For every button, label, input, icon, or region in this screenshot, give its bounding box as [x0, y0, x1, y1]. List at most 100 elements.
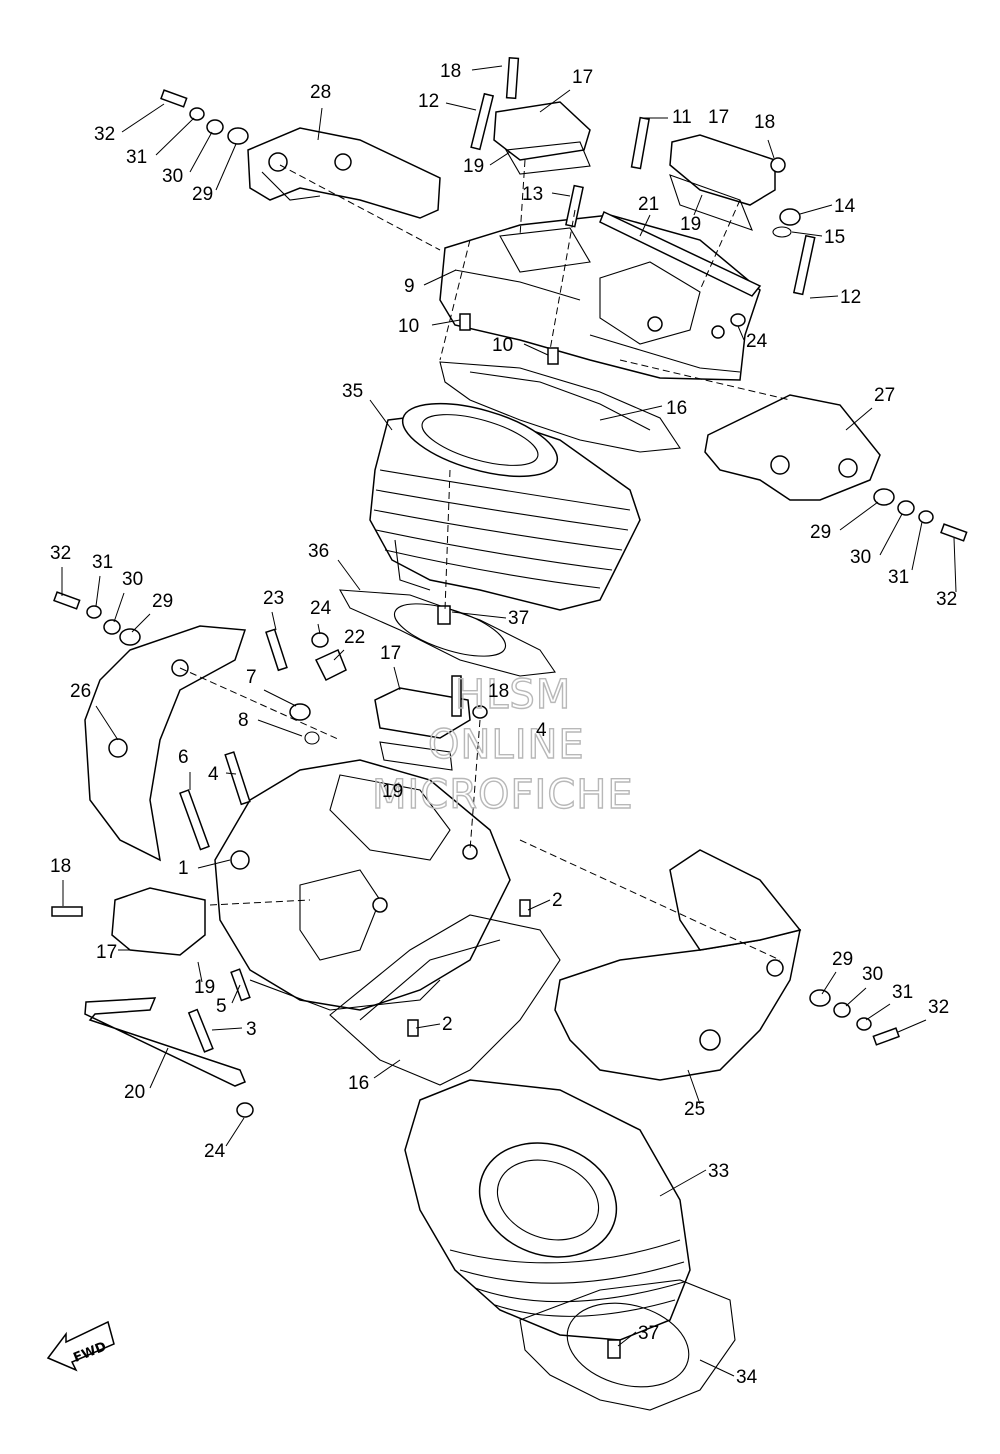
leader-line-c-26: [95, 705, 119, 741]
callout-c-19c: 19: [382, 781, 403, 802]
rear-head-gasket: [439, 361, 681, 453]
leader-line-c-31a: [155, 117, 195, 156]
callout-c-19b: 19: [680, 214, 701, 235]
leader-line-c-19a: [489, 151, 511, 166]
rear-base-gasket: [339, 589, 556, 677]
callout-c-28: 28: [310, 82, 331, 103]
callout-c-6: 6: [178, 747, 189, 768]
dowels: [407, 313, 621, 1359]
leader-line-c-9: [423, 269, 457, 286]
leader-line-c-2a: [527, 899, 551, 911]
leader-line-c-1: [197, 859, 231, 869]
callout-c-32b: 32: [936, 589, 957, 610]
rear-side-cover-27: [704, 394, 881, 501]
tappet-cover-17-top: [493, 101, 591, 175]
callout-c-1: 1: [178, 858, 189, 879]
bracket-21: [599, 210, 762, 297]
leader-line-c-23: [271, 611, 277, 631]
leader-line-c-15: [791, 231, 823, 237]
callout-c-29b: 29: [810, 522, 831, 543]
leader-line-c-3: [211, 1027, 243, 1031]
callout-c-12b: 12: [840, 287, 861, 308]
tappet-cover-17-mid: [374, 687, 471, 771]
callout-c-21: 21: [638, 194, 659, 215]
tappet-cover-17-right: [669, 134, 776, 231]
callout-c-22: 22: [344, 627, 365, 648]
leader-line-c-28: [317, 107, 323, 141]
callout-c-32d: 32: [928, 997, 949, 1018]
callout-c-10b: 10: [492, 335, 513, 356]
callout-c-7: 7: [246, 667, 257, 688]
bracket-20: [84, 997, 246, 1087]
callout-c-29c: 29: [152, 591, 173, 612]
callout-c-36: 36: [308, 541, 329, 562]
leader-line-c-31d: [865, 1003, 891, 1021]
callout-c-30d: 30: [862, 964, 883, 985]
leader-line-c-12b: [809, 295, 839, 299]
callout-c-31b: 31: [888, 567, 909, 588]
callout-c-27: 27: [874, 385, 895, 406]
callout-c-16b: 16: [348, 1073, 369, 1094]
watermark: HLSM ONLINE MICROFICHE: [371, 671, 633, 818]
leader-line-c-16a: [599, 405, 663, 421]
leader-line-c-30c: [113, 592, 125, 623]
bracket-22: [314, 648, 347, 682]
assembly-lines: [179, 159, 791, 961]
callout-c-33: 33: [708, 1161, 729, 1182]
rear-cylinder-head: [439, 214, 761, 381]
callout-c-25: 25: [684, 1099, 705, 1120]
callout-c-3: 3: [246, 1019, 257, 1040]
callout-c-30a: 30: [162, 166, 183, 187]
leader-line-c-37b: [617, 1331, 637, 1347]
callout-c-34: 34: [736, 1367, 758, 1388]
watermark-line2: ONLINE: [428, 722, 585, 768]
callout-c-30b: 30: [850, 547, 871, 568]
leader-line-c-31b: [911, 521, 923, 571]
fwd-arrow-badge: FWD: [46, 1320, 115, 1372]
callout-c-29a: 29: [192, 184, 213, 205]
callout-c-31d: 31: [892, 982, 913, 1003]
leader-line-c-37a: [451, 611, 507, 619]
callout-c-4a: 4: [536, 720, 547, 741]
leader-line-c-24a: [737, 325, 745, 341]
leader-line-c-7: [263, 689, 297, 707]
leader-line-c-29c: [131, 613, 151, 633]
front-head-gasket: [329, 914, 561, 1086]
leader-line-c-10a: [431, 319, 461, 326]
callout-c-30c: 30: [122, 569, 143, 590]
leader-line-c-32d: [897, 1019, 927, 1033]
leader-line-c-30d: [845, 987, 867, 1007]
leader-line-c-35: [369, 399, 393, 431]
front-cylinder-head: [214, 759, 511, 1011]
callout-c-17a: 17: [572, 67, 593, 88]
leader-line-c-27: [845, 407, 873, 431]
leader-line-c-32a: [121, 103, 165, 133]
leader-line-c-33: [659, 1169, 707, 1197]
callout-c-18d: 18: [50, 856, 71, 877]
leader-line-c-29a: [215, 143, 237, 191]
leader-line-c-14: [799, 204, 833, 215]
callout-c-29d: 29: [832, 949, 853, 970]
callout-c-8: 8: [238, 710, 249, 731]
callout-c-4b: 4: [208, 764, 219, 785]
callout-c-23: 23: [263, 588, 284, 609]
leader-line-c-17c: [393, 666, 401, 691]
callout-c-31c: 31: [92, 552, 113, 573]
callout-c-15: 15: [824, 227, 845, 248]
leader-line-c-12a: [445, 102, 477, 111]
front-cylinder: [404, 1079, 691, 1341]
callout-c-19d: 19: [194, 977, 215, 998]
leader-line-c-24c: [225, 1117, 245, 1147]
callout-c-37b: 37: [638, 1323, 659, 1344]
callout-c-11: 11: [672, 107, 692, 128]
callout-c-35: 35: [342, 381, 363, 402]
callout-c-2b: 2: [442, 1014, 453, 1035]
leader-line-c-17a: [539, 89, 571, 113]
leader-line-c-29d: [821, 971, 837, 995]
leader-line-c-2b: [415, 1023, 441, 1029]
callout-c-24b: 24: [310, 598, 332, 619]
leader-line-c-4b: [225, 772, 237, 775]
leader-line-c-19b: [693, 194, 703, 216]
leader-line-c-29b: [839, 501, 879, 531]
bolts: [51, 56, 968, 1053]
